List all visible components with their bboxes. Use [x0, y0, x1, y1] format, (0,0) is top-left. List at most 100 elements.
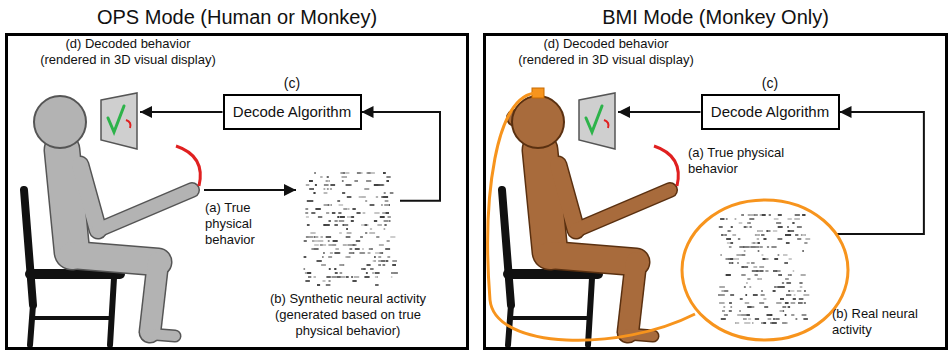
spike-mark: [306, 216, 309, 218]
spike-mark: [387, 240, 390, 242]
spike-mark: [723, 314, 726, 316]
spike-mark: [362, 248, 364, 250]
spike-mark: [328, 180, 330, 182]
spike-mark: [730, 294, 734, 296]
spike-mark: [757, 278, 762, 280]
spike-mark: [729, 302, 732, 304]
spike-mark: [360, 252, 365, 254]
spike-mark: [737, 314, 742, 316]
spike-mark: [759, 246, 762, 248]
cursor-mark: [126, 120, 131, 128]
spike-mark: [355, 248, 360, 250]
spike-mark: [741, 314, 746, 316]
neural-activity: (b) Real neural activity: [680, 198, 850, 342]
spike-mark: [304, 268, 306, 270]
spike-mark: [772, 290, 775, 292]
spike-mark: [318, 216, 322, 218]
spike-mark: [773, 270, 776, 272]
spike-mark: [342, 180, 344, 182]
spike-mark: [361, 224, 365, 226]
spike-mark: [351, 220, 354, 222]
spike-mark: [324, 192, 328, 194]
spike-mark: [341, 276, 346, 278]
spike-mark: [725, 274, 730, 276]
spike-mark: [792, 270, 794, 272]
spike-mark: [332, 212, 336, 214]
spike-mark: [795, 234, 798, 236]
spike-mark: [733, 258, 738, 260]
spike-mark: [374, 256, 376, 258]
spike-mark: [364, 224, 368, 226]
spike-mark: [745, 294, 747, 296]
spike-mark: [797, 238, 801, 240]
spike-mark: [725, 274, 730, 276]
spike-mark: [309, 180, 313, 182]
spike-mark: [788, 230, 790, 232]
spike-mark: [802, 250, 804, 252]
spike-mark: [749, 226, 751, 228]
spike-mark: [802, 234, 805, 236]
spike-mark: [305, 272, 311, 274]
spike-mark: [757, 230, 762, 232]
spike-mark: [748, 214, 750, 216]
spike-mark: [314, 172, 316, 174]
spike-mark: [746, 282, 748, 284]
spike-mark: [343, 208, 347, 210]
spike-mark: [307, 272, 311, 274]
spike-mark: [738, 222, 742, 224]
spike-mark: [347, 232, 352, 234]
spike-mark: [757, 250, 759, 252]
spike-mark: [340, 272, 343, 274]
spike-mark: [374, 212, 379, 214]
spike-mark: [790, 302, 795, 304]
flow-arrow: [618, 111, 701, 113]
spike-mark: [798, 298, 803, 300]
spike-mark: [308, 276, 311, 278]
spike-mark: [773, 218, 778, 220]
spike-mark: [388, 216, 391, 218]
spike-mark: [315, 184, 317, 186]
spike-mark: [376, 196, 378, 198]
spike-mark: [378, 256, 381, 258]
spike-mark: [777, 226, 782, 228]
spike-mark: [386, 180, 389, 182]
spike-mark: [327, 176, 329, 178]
spike-mark: [380, 216, 385, 218]
spike-mark: [776, 302, 781, 304]
spike-mark: [804, 290, 806, 292]
spike-mark: [340, 172, 342, 174]
spike-mark: [761, 214, 765, 216]
neural-activity: (b) Synthetic neural activity (generated…: [303, 172, 400, 287]
spike-mark: [354, 180, 358, 182]
spike-mark: [747, 278, 750, 280]
spike-mark: [391, 276, 393, 278]
spike-mark: [392, 264, 396, 266]
spike-mark: [760, 294, 764, 296]
spike-mark: [370, 228, 372, 230]
spike-mark: [788, 306, 790, 308]
spike-mark: [367, 172, 371, 174]
behavior-arrow: [204, 189, 296, 191]
spike-mark: [343, 224, 345, 226]
spike-mark: [799, 282, 802, 284]
spike-mark: [752, 294, 757, 296]
spike-mark: [800, 234, 804, 236]
display-label: (d) Decoded behavior (rendered in 3D vis…: [516, 36, 696, 68]
visual-display: (d) Decoded behavior (rendered in 3D vis…: [100, 92, 138, 150]
spike-mark: [375, 284, 379, 286]
spike-mark: [724, 314, 727, 316]
spike-mark: [329, 268, 331, 270]
spike-mark: [757, 242, 760, 244]
spike-mark: [309, 188, 314, 190]
spike-mark: [756, 234, 758, 236]
spike-mark: [381, 260, 385, 262]
spike-mark: [369, 232, 374, 234]
spike-mark: [343, 244, 347, 246]
spike-mark: [337, 200, 340, 202]
spike-mark: [314, 276, 316, 278]
spike-mark: [784, 262, 788, 264]
behavior-label: (a) True physical behavior: [205, 200, 300, 248]
mode-panel: BMI Mode (Monkey Only)(d) Decoded behavi…: [483, 33, 948, 350]
spike-mark: [796, 226, 801, 228]
spike-mark: [346, 276, 349, 278]
